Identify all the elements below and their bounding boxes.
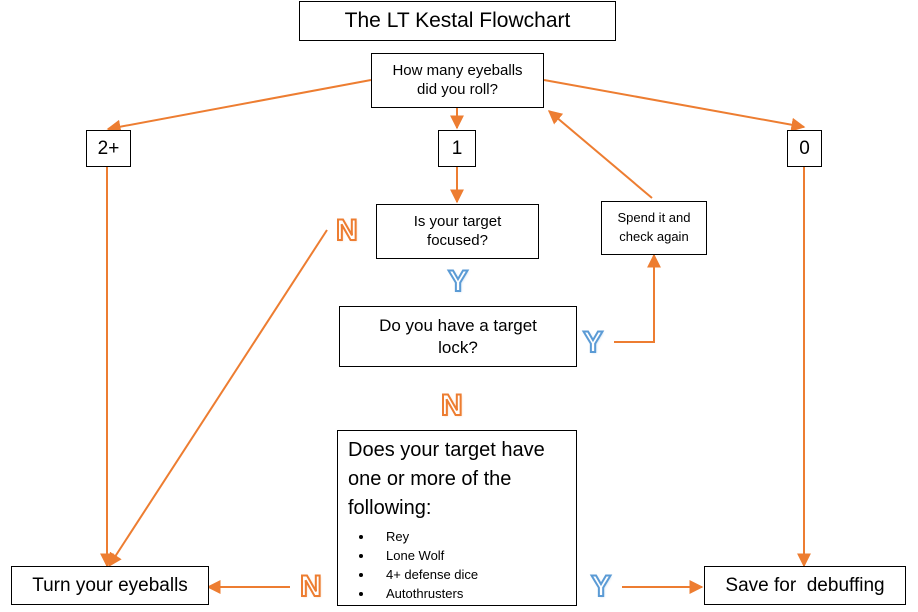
node-question-focused: Is your target focused? [376,204,539,259]
arrow-eyeballs-to-zero [543,79,806,132]
node-turn-eyeballs: Turn your eyeballs [11,566,209,605]
node-question-has-following: Does your target have one or more of the… [337,430,577,606]
label-yes-focused: Y [447,265,469,298]
node-question-target-lock: Do you have a target lock? [339,306,577,367]
label-no-target-lock: N [440,389,464,422]
node-count-zero: 0 [787,130,822,167]
label-yes-target-lock: Y [582,326,604,359]
following-item-rey: Rey [374,527,478,546]
node-count-two-plus: 2+ [86,130,131,167]
node-save-debuffing: Save for debuffing [704,566,906,605]
node-count-one: 1 [438,130,476,167]
label-yes-following: Y [590,570,612,603]
following-question-text: Does your target have one or more of the… [348,439,545,519]
arrow-focused-no-to-turn [108,229,328,568]
label-no-following: N [299,570,323,603]
arrow-spend-to-eyeballs [547,110,653,199]
following-item-autothrusters: Autothrusters [374,584,478,603]
label-no-focused: N [335,214,359,247]
arrow-eyeballs-to-two-plus [106,79,372,134]
following-item-lone-wolf: Lone Wolf [374,546,478,565]
flowchart-title: The LT Kestal Flowchart [299,1,616,41]
arrow-target-lock-yes-to-spend [614,253,661,343]
following-item-defense-dice: 4+ defense dice [374,565,478,584]
following-list: Rey Lone Wolf 4+ defense dice Autothrust… [348,527,478,603]
node-question-eyeballs: How many eyeballs did you roll? [371,53,544,108]
node-spend-check: Spend it and check again [601,201,707,255]
